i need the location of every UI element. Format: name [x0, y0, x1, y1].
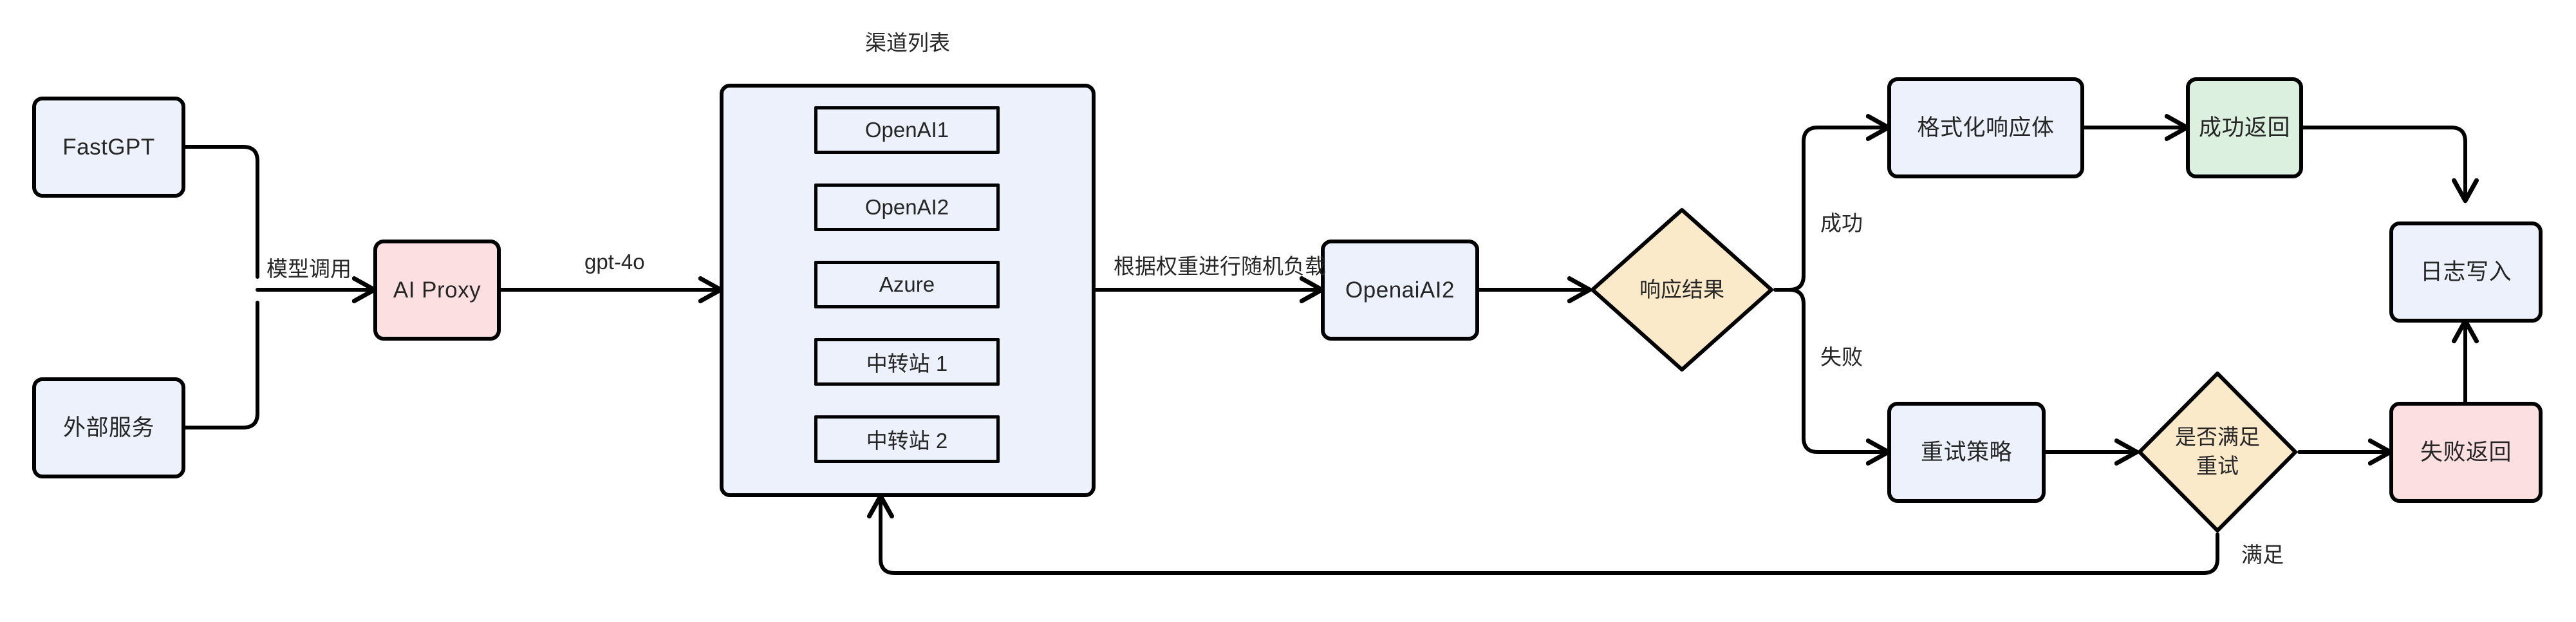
channel-list-title: 渠道列表 — [720, 26, 1096, 57]
node-format-response-body[interactable]: 格式化响应体 — [1887, 77, 2084, 178]
node-retry-strategy[interactable]: 重试策略 — [1887, 402, 2046, 503]
channel-item-azure[interactable]: Azure — [814, 261, 1000, 308]
channel-item-openai1-label: OpenAI1 — [864, 118, 949, 142]
node-failure-return-label: 失败返回 — [2420, 439, 2512, 465]
channel-item-openai1[interactable]: OpenAI1 — [814, 106, 1000, 154]
node-failure-return[interactable]: 失败返回 — [2389, 402, 2543, 503]
edge-label-failure: 失败 — [1820, 345, 1863, 369]
edge-external-to-aiproxy — [183, 301, 259, 429]
node-external-service-label: 外部服务 — [62, 415, 154, 440]
channel-item-relay-2-label: 中转站 2 — [866, 429, 948, 453]
node-openai-ai2-label: OpenaiAI2 — [1345, 277, 1455, 303]
node-openai-ai2[interactable]: OpenaiAI2 — [1321, 240, 1479, 341]
edge-label-success: 成功 — [1820, 211, 1863, 235]
edge-success-to-log — [2301, 126, 2479, 203]
node-retry-condition[interactable]: 是否满足 重试 — [2136, 370, 2299, 534]
node-ai-proxy[interactable]: AI Proxy — [373, 240, 501, 341]
node-format-response-body-label: 格式化响应体 — [1917, 115, 2055, 140]
channel-item-openai2[interactable]: OpenAI2 — [814, 184, 1000, 231]
edge-label-weighted-random-load: 根据权重进行随机负载 — [1114, 254, 1326, 278]
channel-item-openai2-label: OpenAI2 — [864, 195, 949, 219]
edge-fastgpt-to-aiproxy — [183, 145, 259, 279]
edge-label-model-call: 模型调用 — [266, 257, 351, 281]
channel-list-title-label: 渠道列表 — [865, 31, 950, 55]
node-log-write-label: 日志写入 — [2420, 259, 2512, 285]
node-fastgpt-label: FastGPT — [62, 134, 155, 160]
channel-item-relay-1-label: 中转站 1 — [866, 352, 948, 375]
node-response-result[interactable]: 响应结果 — [1589, 206, 1775, 373]
edge-response-to-retry — [1773, 288, 1891, 466]
node-retry-strategy-label: 重试策略 — [1920, 439, 2012, 465]
channel-item-relay-1[interactable]: 中转站 1 — [814, 338, 1000, 386]
node-external-service[interactable]: 外部服务 — [32, 377, 185, 478]
node-ai-proxy-label: AI Proxy — [393, 277, 481, 303]
channel-item-azure-label: Azure — [879, 272, 935, 296]
edge-label-satisfied: 满足 — [2241, 543, 2284, 567]
node-fastgpt[interactable]: FastGPT — [32, 97, 185, 198]
node-success-return[interactable]: 成功返回 — [2186, 77, 2303, 178]
node-log-write[interactable]: 日志写入 — [2389, 221, 2543, 323]
node-success-return-label: 成功返回 — [2198, 115, 2290, 140]
edge-label-model-name: gpt-4o — [584, 250, 645, 274]
edge-condition-to-channellist-loop — [867, 493, 2219, 575]
channel-item-relay-2[interactable]: 中转站 2 — [814, 415, 1000, 463]
